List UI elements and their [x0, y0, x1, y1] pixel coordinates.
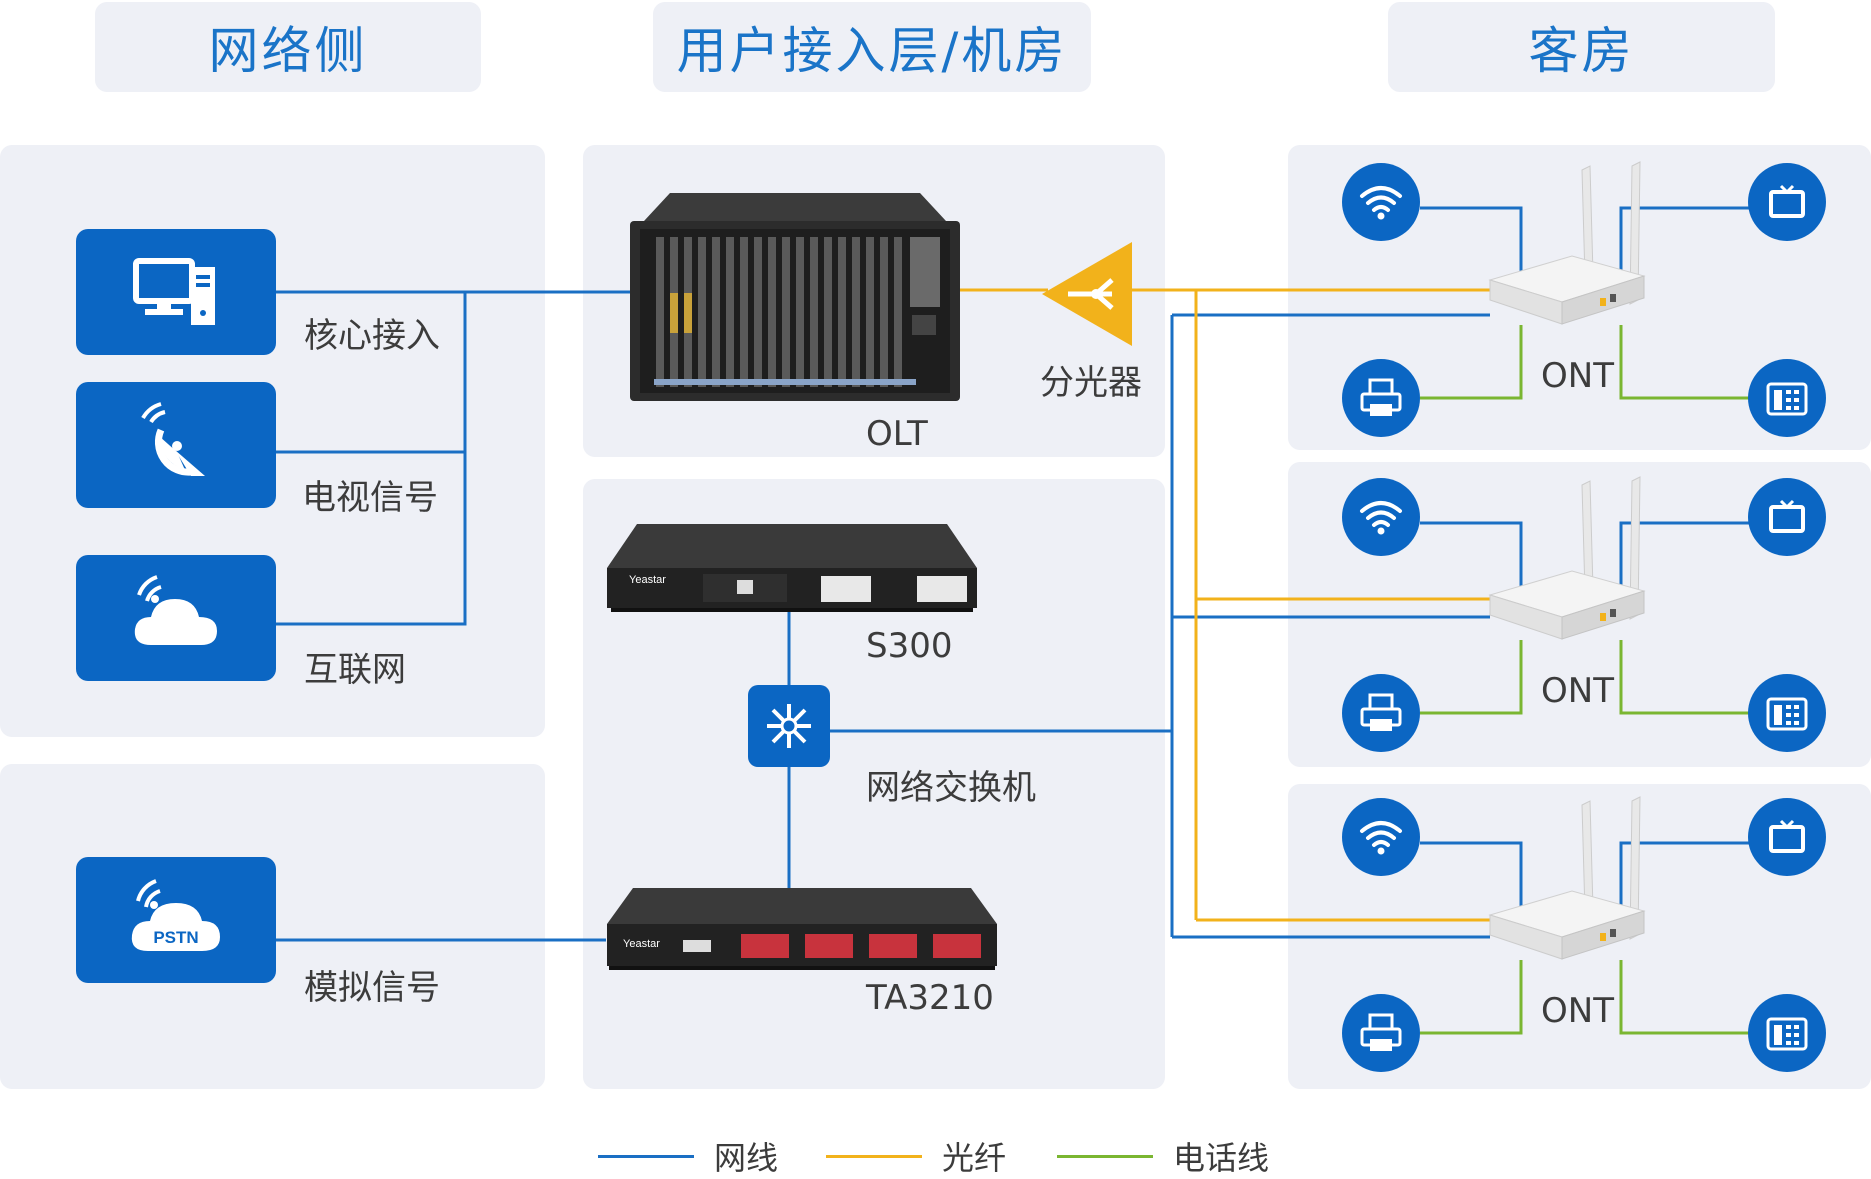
wifi-icon [1342, 478, 1420, 556]
printer-icon [1342, 359, 1420, 437]
legend-line-network [598, 1154, 694, 1158]
core-access-label: 核心接入 [304, 316, 440, 356]
tv-signal-label: 电视信号 [302, 478, 438, 518]
header-network-side-text: 网络侧 [208, 22, 368, 80]
ont-label: ONT [1541, 356, 1614, 396]
tv-icon [1748, 478, 1826, 556]
legend-fiber: 光纤 [826, 1136, 1007, 1177]
core-access-box [76, 229, 276, 355]
network-switch-icon [748, 685, 830, 767]
ta3210-label: TA3210 [866, 978, 994, 1018]
switch-label: 网络交换机 [866, 768, 1036, 808]
optical-splitter [1038, 240, 1136, 348]
ont-router [1482, 160, 1652, 350]
tv-signal-box [76, 382, 276, 508]
computer-icon [133, 258, 215, 325]
cloud-icon [134, 575, 217, 645]
legend-label-fiber: 光纤 [942, 1139, 1007, 1177]
s300-brand: Yeastar [629, 574, 666, 586]
legend-line-phone [1057, 1154, 1153, 1158]
ont-router [1482, 475, 1652, 665]
printer-icon [1342, 674, 1420, 752]
ta3210-device: Yeastar [607, 888, 997, 970]
internet-box [76, 555, 276, 681]
phone-icon [1748, 994, 1826, 1072]
tv-icon [1748, 798, 1826, 876]
phone-icon [1748, 359, 1826, 437]
ta3210-brand: Yeastar [623, 938, 660, 950]
tv-icon [1748, 163, 1826, 241]
legend-label-phone: 电话线 [1173, 1139, 1270, 1177]
olt-label: OLT [866, 414, 928, 454]
legend-phone-line: 电话线 [1057, 1136, 1270, 1177]
s300-device: Yeastar [607, 524, 977, 612]
header-guest-room-text: 客房 [1528, 22, 1635, 80]
ont-label: ONT [1541, 991, 1614, 1031]
internet-label: 互联网 [304, 650, 406, 690]
printer-icon [1342, 994, 1420, 1072]
wifi-icon [1342, 798, 1420, 876]
header-guest-room: 客房 [1388, 2, 1775, 92]
s300-label: S300 [866, 626, 953, 666]
legend-label-network: 网线 [714, 1139, 779, 1177]
header-network-side: 网络侧 [95, 2, 481, 92]
ont-router [1482, 795, 1652, 985]
olt-device [630, 193, 960, 401]
pstn-box: PSTN [76, 857, 276, 983]
pstn-label: 模拟信号 [304, 968, 440, 1008]
pstn-badge: PSTN [153, 928, 198, 947]
header-access-room-text: 用户接入层/机房 [676, 22, 1068, 80]
legend-network-cable: 网线 [598, 1136, 779, 1177]
satellite-dish-icon [141, 402, 205, 476]
pstn-cloud-icon: PSTN [131, 879, 220, 951]
wifi-icon [1342, 163, 1420, 241]
splitter-label: 分光器 [1040, 363, 1142, 403]
legend-line-fiber [826, 1154, 922, 1158]
phone-icon [1748, 674, 1826, 752]
ont-label: ONT [1541, 671, 1614, 711]
header-access-room: 用户接入层/机房 [653, 2, 1091, 92]
